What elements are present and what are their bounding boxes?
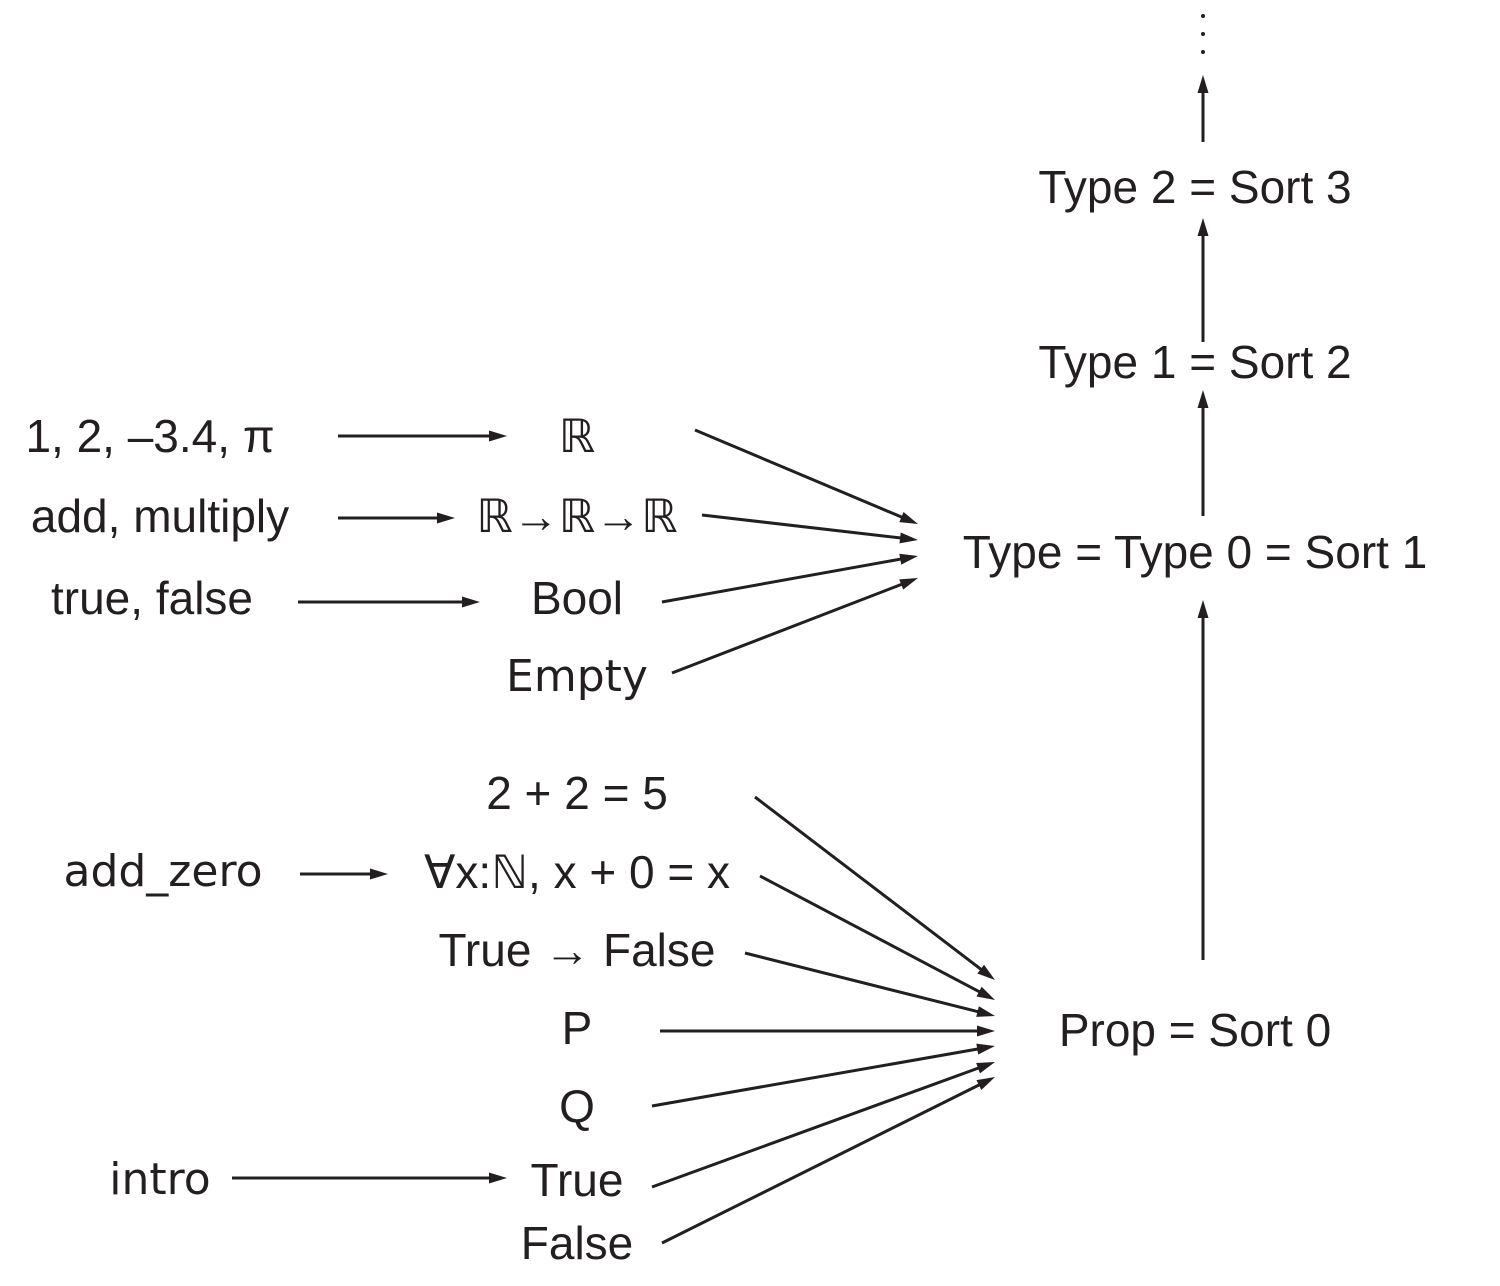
bool-label: Bool	[530, 572, 624, 624]
arrow-false-to-prop	[661, 1077, 995, 1245]
arrow-add-zero	[300, 868, 388, 880]
arrow-type2-to-dots	[1197, 75, 1209, 142]
forall-label: ∀x:ℕ, x + 0 = x	[423, 846, 731, 898]
prop-2plus2-label: 2 + 2 = 5	[486, 767, 668, 819]
arrow-bool-terms	[298, 596, 480, 608]
continuation-dots	[1200, 12, 1206, 58]
reals-label: ℝ	[558, 410, 596, 462]
arrow-ops-terms	[338, 512, 455, 524]
prop-label: Prop = Sort 0	[1058, 1004, 1332, 1056]
arrow-implies-to-prop	[744, 951, 995, 1017]
q-label: Q	[559, 1080, 595, 1132]
true-implies-false-label: True → False	[438, 924, 716, 976]
arrow-true-to-prop	[651, 1062, 995, 1189]
false-label: False	[520, 1217, 634, 1269]
arrow-prop-to-type0	[1197, 600, 1209, 960]
arrow-type0-to-type1	[1197, 390, 1209, 516]
intro-label: intro	[109, 1154, 211, 1205]
p-label: P	[561, 1002, 593, 1054]
arrow-bool-to-type	[661, 553, 918, 604]
arrow-ops-to-type	[701, 513, 918, 544]
type1-label: Type 1 = Sort 2	[1038, 336, 1352, 388]
type2-label: Type 2 = Sort 3	[1038, 161, 1352, 213]
arrow-2plus2-to-prop	[754, 795, 995, 980]
arrow-empty-to-type	[671, 578, 918, 675]
bool-terms-label: true, false	[51, 572, 253, 624]
arrow-q-to-prop	[651, 1043, 995, 1108]
arrow-type1-to-type2	[1197, 218, 1209, 342]
real-terms-label: 1, 2, –3.4, π	[25, 410, 275, 462]
ops-type-label: ℝ→ℝ→ℝ	[476, 490, 678, 542]
true-label: True	[530, 1154, 624, 1206]
empty-label: Empty	[506, 651, 648, 702]
arrow-intro	[232, 1172, 507, 1184]
arrow-reals-to-type	[694, 428, 918, 524]
arrow-forall-to-prop	[759, 874, 995, 1000]
type0-label: Type = Type 0 = Sort 1	[962, 526, 1428, 578]
arrow-p-to-prop	[660, 1025, 995, 1037]
add-zero-label: add_zero	[63, 846, 263, 897]
arrow-reals-terms	[338, 430, 507, 442]
ops-terms-label: add, multiply	[30, 490, 290, 542]
